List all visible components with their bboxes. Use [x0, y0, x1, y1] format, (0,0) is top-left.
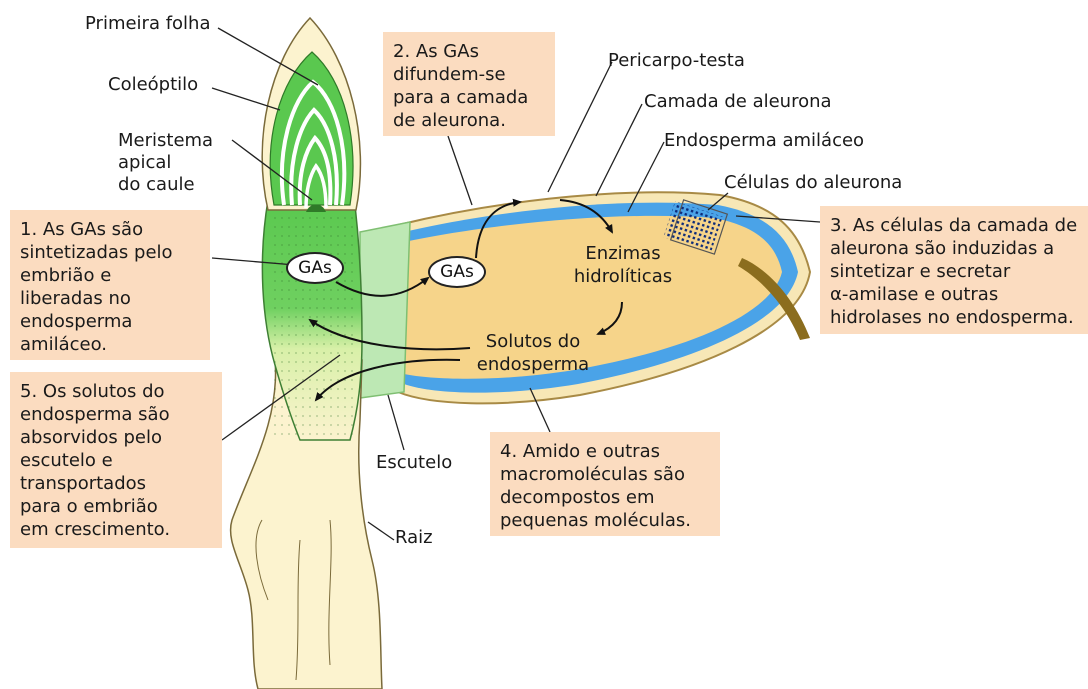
label-pericarpo: Pericarpo-testa — [608, 50, 745, 72]
label-coleoptilo: Coleóptilo — [108, 74, 198, 96]
step-2-box: 2. As GAs difundem-se para a camada de a… — [383, 32, 555, 136]
scutellum — [360, 222, 410, 398]
step-4-box: 4. Amido e outras macromoléculas são dec… — [490, 432, 720, 536]
label-enzimas: Enzimas hidrolíticas — [560, 242, 686, 288]
label-endosperma-amilaceo: Endosperma amiláceo — [664, 130, 864, 152]
gas-badge-embryo: GAs — [286, 252, 344, 284]
label-camada-aleurona: Camada de aleurona — [644, 91, 832, 113]
seedling — [231, 18, 382, 689]
label-primeira-folha: Primeira folha — [85, 13, 211, 35]
label-meristema: Meristema apical do caule — [118, 130, 213, 196]
label-solutos: Solutos do endosperma — [458, 330, 608, 376]
label-raiz: Raiz — [395, 527, 433, 549]
step-5-box: 5. Os solutos do endosperma são absorvid… — [10, 372, 222, 548]
step-1-box: 1. As GAs são sintetizadas pelo embrião … — [10, 210, 210, 360]
step-3-box: 3. As células da camada de aleurona são … — [820, 206, 1088, 334]
label-escutelo: Escutelo — [376, 452, 452, 474]
gas-badge-endosperm: GAs — [428, 256, 486, 288]
label-celulas-aleurona: Células do aleurona — [724, 172, 902, 194]
